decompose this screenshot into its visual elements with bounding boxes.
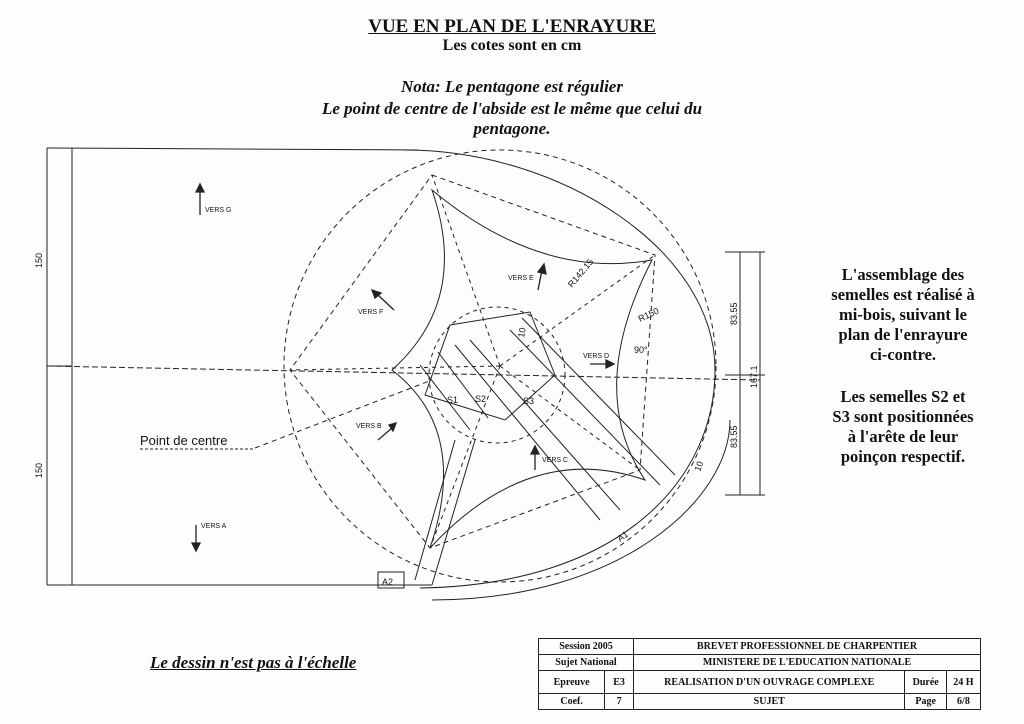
nota-line-2: Le point de centre de l'abside est le mê… (321, 99, 703, 118)
label-dim-8355-bottom: 83.55 (729, 425, 739, 448)
wall-outline (46, 147, 419, 151)
label-r150: R150 (637, 306, 661, 324)
label-vers-e: VERS E (508, 275, 534, 282)
cell-page-value: 6/8 (945, 693, 982, 710)
semelle-s1-b (437, 351, 489, 419)
label-s3: S3 (523, 396, 534, 406)
label-vers-b: VERS B (356, 423, 382, 430)
semelle-s2-a (414, 439, 456, 581)
inner-dashed-circle (428, 306, 566, 444)
radial-line (431, 174, 501, 367)
label-vers-c: VERS C (542, 457, 568, 464)
label-dim-1671: 167.1 (749, 365, 759, 388)
note-line: semelles est réalisé à (831, 285, 975, 304)
pentagon (289, 174, 656, 549)
label-dim-10-b: 10 (692, 460, 705, 473)
document-subtitle: Les cotes sont en cm (442, 37, 582, 54)
center-axis (46, 365, 761, 381)
radial-line (499, 365, 641, 471)
cell-sujet-national: Sujet National (538, 654, 634, 671)
note-semelles: Les semelles S2 et S3 sont positionnées … (808, 387, 998, 467)
cell-session: Session 2005 (538, 638, 634, 655)
note-line: S3 sont positionnées (832, 407, 974, 426)
semelle-s2-b (431, 439, 476, 586)
label-dim-150-bottom: 150 (34, 463, 44, 478)
cell-realisation: REALISATION D'UN OUVRAGE COMPLEXE (632, 670, 906, 694)
label-dim-8355-top: 83.55 (729, 302, 739, 325)
label-s2: S2 (475, 394, 486, 404)
label-vers-a: VERS A (201, 523, 227, 530)
outer-dashed-circle (283, 149, 717, 583)
inner-pentagon (424, 311, 556, 421)
label-dim-150-top: 150 (34, 253, 44, 268)
label-s1: S1 (447, 395, 458, 405)
cell-epreuve-label: Epreuve (537, 670, 606, 694)
semelle-s3-c (454, 344, 601, 521)
semelle-s3-d (469, 339, 621, 511)
cell-brevet: BREVET PROFESSIONNEL DE CHARPENTIER (633, 638, 981, 655)
cell-duree-value: 24 H (945, 670, 982, 694)
note-line: ci-contre. (869, 345, 937, 364)
cell-coef-label: Coef. (537, 693, 606, 710)
note-line: L'assemblage des (841, 265, 965, 284)
note-line: Les semelles S2 et (840, 387, 966, 406)
cell-sujet: SUJET (632, 693, 906, 710)
scale-note: Le dessin n'est pas à l'échelle (150, 653, 357, 672)
title-block: Session 2005 BREVET PROFESSIONNEL DE CHA… (537, 638, 982, 710)
point-de-centre-leader (254, 379, 433, 449)
note-line: poinçon respectif. (840, 447, 966, 466)
document-title: VUE EN PLAN DE L'ENRAYURE (368, 16, 656, 37)
label-a2: A2 (382, 577, 393, 587)
abside-wall-arc (404, 149, 716, 589)
cell-duree-label: Durée (904, 670, 947, 694)
semelle-s3-a (509, 329, 661, 486)
radial-line (289, 365, 501, 371)
label-vers-g: VERS G (205, 207, 231, 214)
label-a1: A1 (615, 529, 630, 544)
cell-epreuve-value: E3 (604, 670, 634, 694)
label-vers-f: VERS F (358, 309, 383, 316)
semelle-s3-b (521, 317, 676, 476)
nota-line-1: Nota: Le pentagone est régulier (401, 77, 623, 96)
note-assemblage: L'assemblage des semelles est réalisé à … (808, 265, 998, 365)
label-angle-90: 90° (634, 345, 648, 355)
cell-ministere: MINISTERE DE L'EDUCATION NATIONALE (633, 654, 981, 671)
nota-line-3: pentagone. (473, 119, 551, 138)
semelle-s1-a (419, 364, 471, 431)
label-point-de-centre: Point de centre (140, 433, 227, 448)
abside-wall-arc-inner (431, 419, 731, 601)
note-line: plan de l'enrayure (838, 325, 968, 344)
note-line: à l'arête de leur (847, 427, 959, 446)
note-line: mi-bois, suivant le (839, 305, 967, 324)
cell-coef-value: 7 (604, 693, 634, 710)
cell-page-label: Page (904, 693, 947, 710)
label-dim-10-a: 10 (516, 327, 528, 339)
radial-line (429, 365, 501, 549)
a2-marker (377, 571, 405, 589)
label-vers-d: VERS D (583, 353, 609, 360)
star-shape (391, 188, 653, 549)
